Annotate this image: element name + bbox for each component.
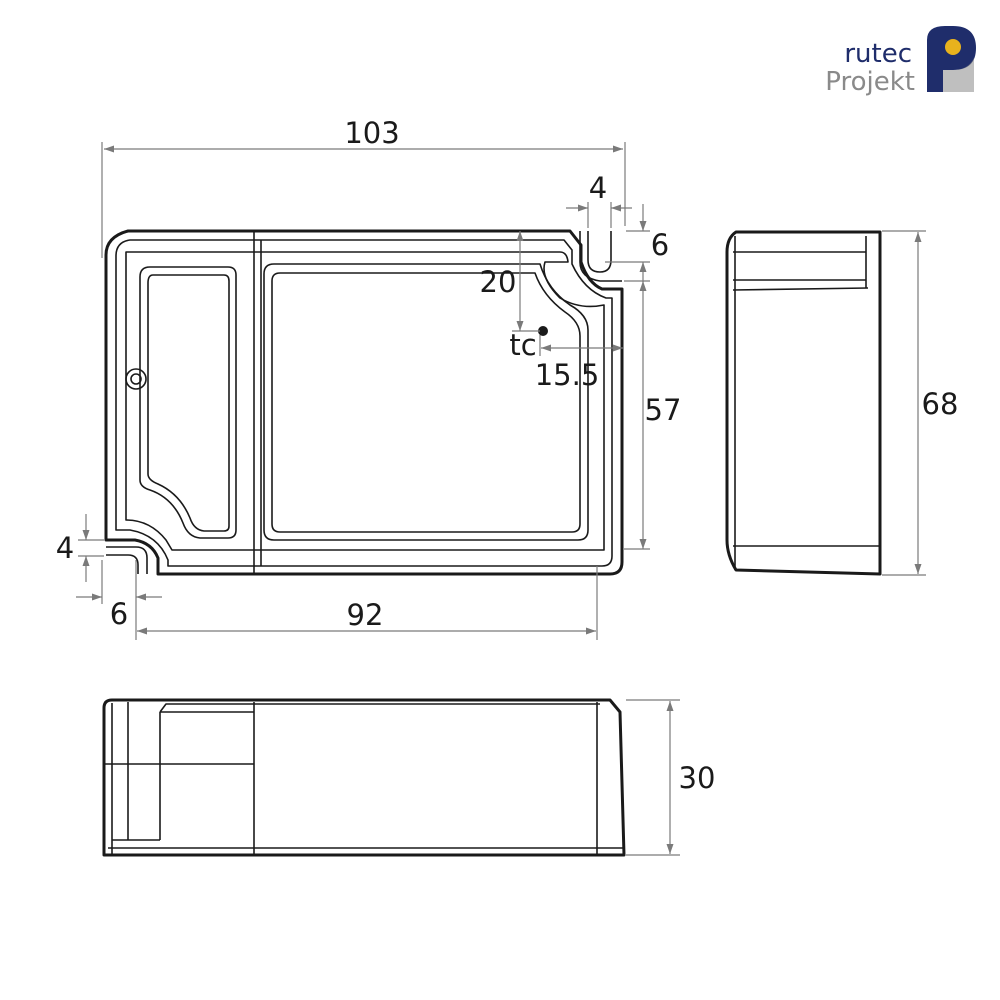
screw-icon xyxy=(125,368,147,390)
dimension-labels: 103 4 6 20 tc 15.5 57 68 4 6 92 30 xyxy=(56,116,959,795)
tc-point-icon xyxy=(538,326,548,336)
dim-width: 68 xyxy=(922,387,959,421)
dim-slot-width: 4 xyxy=(589,171,607,205)
dim-tc-from-right: 15.5 xyxy=(535,358,600,392)
housing-outline xyxy=(104,229,624,576)
front-view xyxy=(102,698,626,857)
logo-mark-icon xyxy=(927,26,976,92)
dim-tc-from-top: 20 xyxy=(480,265,517,299)
mount-slot-top-right xyxy=(587,231,612,273)
dim-left-slot-offset: 6 xyxy=(110,597,128,631)
mount-slot-bottom-left xyxy=(106,546,148,574)
cover-window xyxy=(139,266,237,539)
dimension-lines xyxy=(76,142,926,856)
dim-left-slot-width: 4 xyxy=(56,531,74,565)
tc-label: tc xyxy=(509,328,536,362)
dim-mount-spacing: 92 xyxy=(347,598,384,632)
top-view xyxy=(104,229,624,576)
label-window xyxy=(263,263,589,541)
dim-height: 30 xyxy=(679,761,716,795)
logo-line2: Projekt xyxy=(825,67,915,97)
dim-slot-depth: 6 xyxy=(651,228,669,262)
dim-overall-length: 103 xyxy=(344,116,399,150)
logo-line1: rutec xyxy=(844,39,912,69)
rutec-logo: rutec Projekt xyxy=(825,26,976,97)
side-view xyxy=(725,230,882,576)
dim-mount-height: 57 xyxy=(645,393,682,427)
